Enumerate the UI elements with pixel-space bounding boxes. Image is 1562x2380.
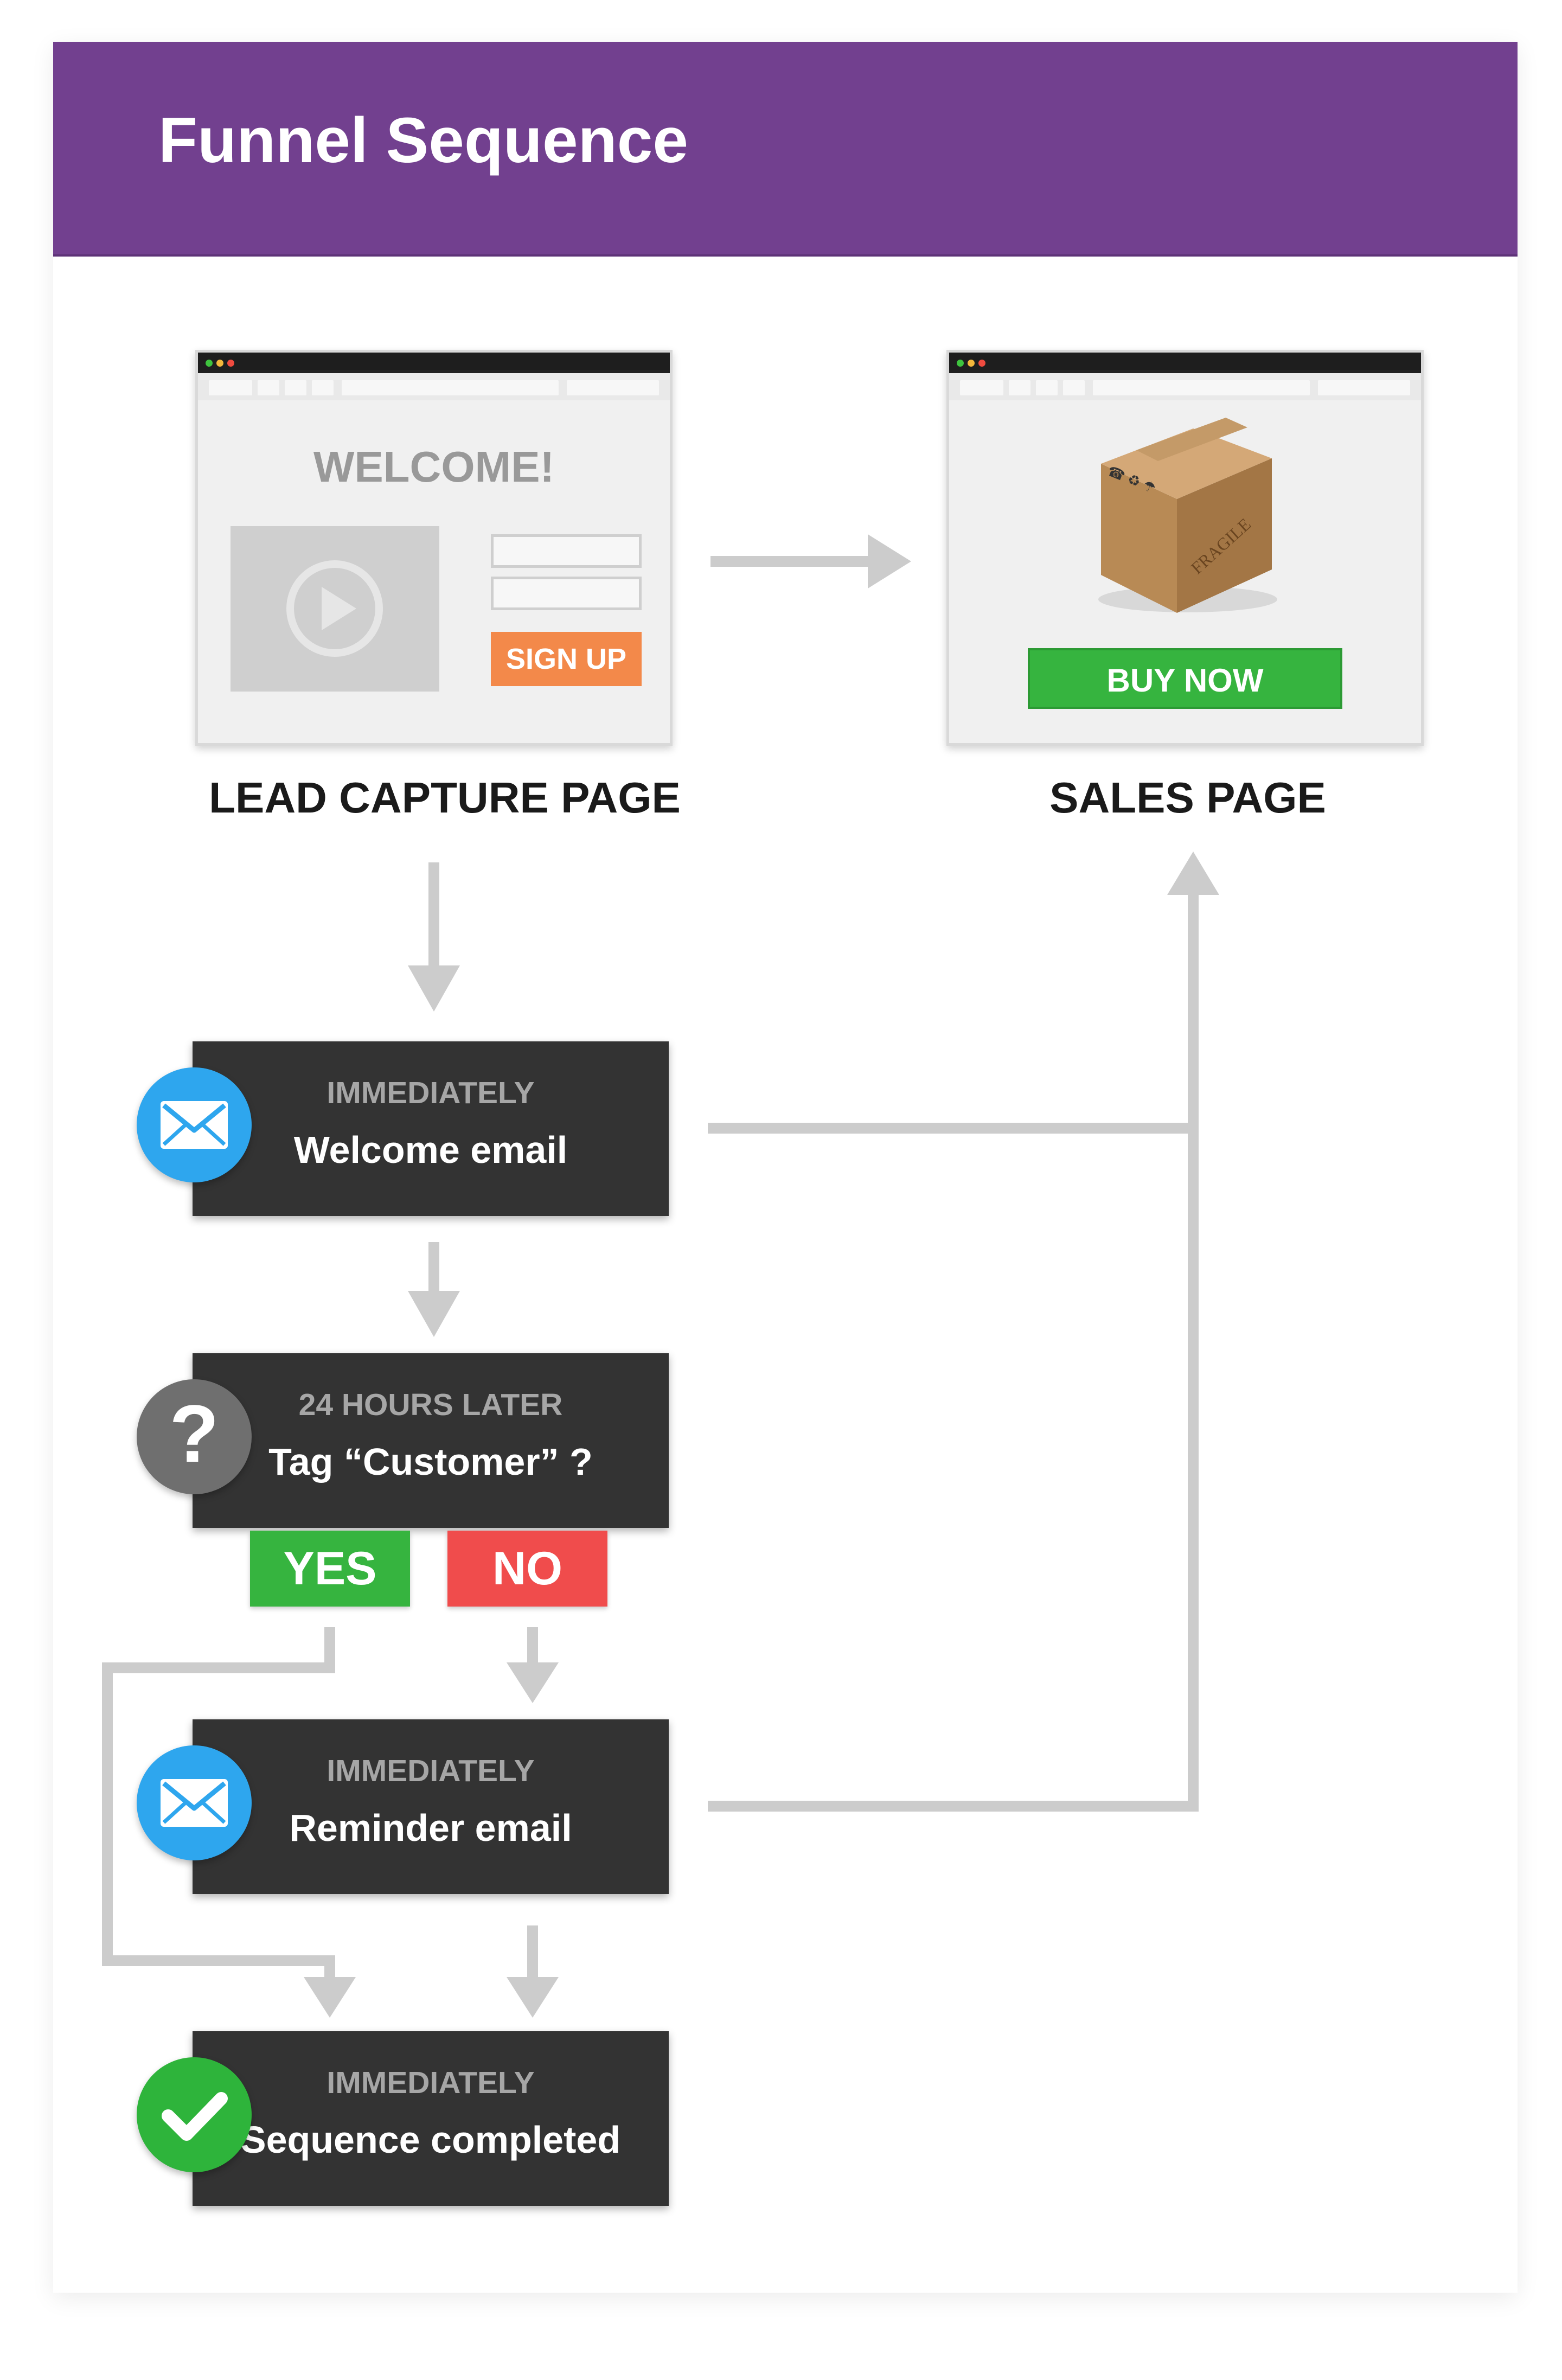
arrowhead-to-question: [408, 1291, 460, 1337]
step-timing: IMMEDIATELY: [327, 1076, 535, 1110]
connector-yes-to-completed: [102, 1627, 335, 1982]
browser-address-bar: [949, 373, 1421, 400]
step-title: Sequence completed: [240, 2119, 621, 2161]
step-timing: IMMEDIATELY: [327, 1754, 535, 1788]
step-timing: IMMEDIATELY: [327, 2065, 535, 2100]
buy-now-button[interactable]: BUY NOW: [1028, 648, 1342, 709]
page-title: Funnel Sequence: [158, 105, 688, 176]
browser-title-bar: [949, 353, 1421, 373]
arrowhead-up-to-sales: [1167, 852, 1219, 895]
browser-title-bar: [198, 353, 670, 373]
envelope-icon: [137, 1745, 252, 1860]
step-tag-customer-check: 24 HOURS LATER Tag “Customer” ?: [193, 1353, 669, 1528]
arrowhead-to-sales: [868, 534, 911, 588]
no-branch-label: NO: [447, 1531, 607, 1607]
envelope-icon: [137, 1067, 252, 1182]
package-box-icon: ☎ ♻ ☂ FRAGILE: [1098, 418, 1277, 613]
window-dot-green: [957, 360, 964, 367]
window-dot-green: [206, 360, 213, 367]
step-title: Reminder email: [289, 1807, 572, 1849]
sales-caption: SALES PAGE: [1049, 773, 1326, 822]
video-placeholder: [231, 526, 439, 692]
window-dot-yellow: [216, 360, 223, 367]
arrowhead-to-reminder: [507, 1662, 559, 1703]
window-dot-red: [978, 360, 985, 367]
question-icon: ?: [137, 1379, 252, 1494]
yes-branch-label: YES: [250, 1531, 410, 1607]
step-title: Tag “Customer” ?: [268, 1441, 593, 1483]
welcome-heading: WELCOME!: [313, 443, 555, 491]
svg-text:?: ?: [169, 1388, 219, 1479]
arrowhead-reminder-to-completed: [507, 1977, 559, 2018]
step-timing: 24 HOURS LATER: [298, 1387, 563, 1422]
checkmark-icon: [137, 2057, 252, 2172]
header-bar: [53, 42, 1518, 257]
browser-address-bar: [198, 373, 670, 400]
play-icon: [286, 560, 383, 657]
window-dot-yellow: [968, 360, 975, 367]
step-title: Welcome email: [293, 1129, 568, 1171]
step-welcome-email: IMMEDIATELY Welcome email: [193, 1041, 669, 1216]
arrowhead-yes-to-completed: [304, 1977, 356, 2018]
lead-capture-caption: LEAD CAPTURE PAGE: [209, 773, 681, 822]
name-field: [491, 534, 642, 568]
sales-page-mockup: ☎ ♻ ☂ FRAGILE BUY NOW: [946, 350, 1424, 746]
arrowhead-to-welcome: [408, 965, 460, 1012]
step-reminder-email: IMMEDIATELY Reminder email: [193, 1719, 669, 1894]
step-sequence-completed: IMMEDIATELY Sequence completed: [193, 2031, 669, 2206]
lead-capture-page-mockup: WELCOME! SIGN UP: [195, 350, 673, 746]
email-field: [491, 577, 642, 610]
sign-up-button[interactable]: SIGN UP: [491, 632, 642, 686]
window-dot-red: [227, 360, 234, 367]
